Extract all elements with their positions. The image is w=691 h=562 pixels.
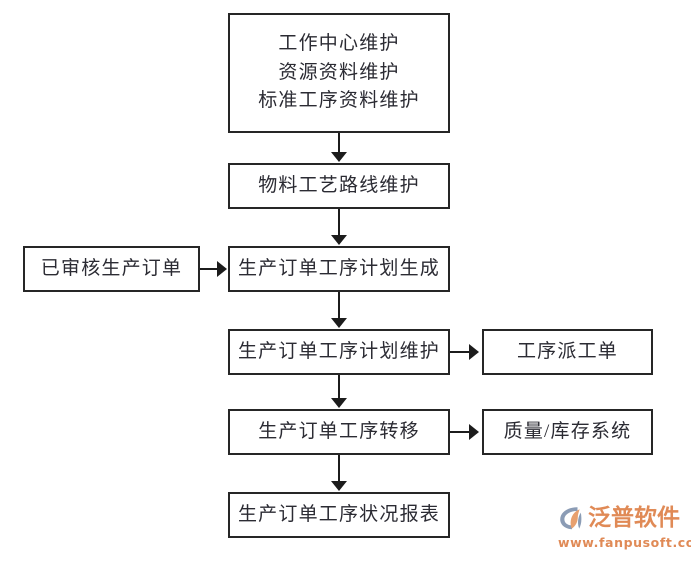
connector-plan-maintain-to-op-transfer — [338, 375, 340, 399]
watermark-logo-row: 泛普软件 — [557, 503, 680, 533]
fanpusoft-logo-icon — [560, 507, 582, 530]
node-quality-inventory-system: 质量/库存系统 — [482, 409, 653, 455]
arrowhead-right-icon — [469, 344, 479, 360]
node-operation-status-report: 生产订单工序状况报表 — [228, 492, 450, 538]
arrowhead-down-icon — [331, 235, 347, 245]
node-route-label: 物料工艺路线维护 — [258, 174, 420, 196]
node-approved-production-order: 已审核生产订单 — [23, 246, 200, 292]
connector-op-transfer-to-status-report — [338, 455, 340, 482]
connector-approved-order-to-plan-generate — [200, 268, 218, 270]
arrowhead-down-icon — [331, 398, 347, 408]
node-base-data-line-2: 资源资料维护 — [278, 61, 400, 83]
watermark-url-text: www.fanpusoft.com — [558, 535, 691, 550]
arrowhead-right-icon — [469, 424, 479, 440]
connector-plan-maintain-to-dispatch-order — [450, 351, 470, 353]
watermark-logo: 泛普软件 www.fanpusoft.com — [557, 503, 691, 555]
node-quality-inventory-label: 质量/库存系统 — [503, 420, 632, 442]
node-operation-plan-maintain: 生产订单工序计划维护 — [228, 329, 450, 375]
watermark-brand-text: 泛普软件 — [588, 504, 680, 531]
arrowhead-down-icon — [331, 481, 347, 491]
node-dispatch-order-label: 工序派工单 — [516, 340, 618, 362]
node-op-transfer-label: 生产订单工序转移 — [258, 420, 420, 442]
node-approved-order-label: 已审核生产订单 — [40, 257, 183, 279]
node-plan-generate-label: 生产订单工序计划生成 — [237, 257, 440, 279]
arrowhead-right-icon — [217, 261, 227, 277]
node-operation-dispatch-order: 工序派工单 — [482, 329, 653, 375]
arrowhead-down-icon — [331, 152, 347, 162]
node-operation-plan-generate: 生产订单工序计划生成 — [228, 246, 450, 292]
node-status-report-label: 生产订单工序状况报表 — [237, 503, 440, 525]
connector-plan-generate-to-plan-maintain — [338, 292, 340, 319]
connector-op-transfer-to-quality-inventory — [450, 431, 470, 433]
node-material-process-route: 物料工艺路线维护 — [228, 163, 450, 209]
arrowhead-down-icon — [331, 318, 347, 328]
node-operation-transfer: 生产订单工序转移 — [228, 409, 450, 455]
node-base-data-line-1: 工作中心维护 — [278, 32, 400, 54]
node-base-data-line-3: 标准工序资料维护 — [258, 90, 420, 112]
connector-base-to-route — [338, 133, 340, 153]
connector-route-to-plan-generate — [338, 209, 340, 236]
node-base-data-maintenance: 工作中心维护 资源资料维护 标准工序资料维护 — [228, 13, 450, 133]
node-plan-maintain-label: 生产订单工序计划维护 — [237, 340, 440, 362]
